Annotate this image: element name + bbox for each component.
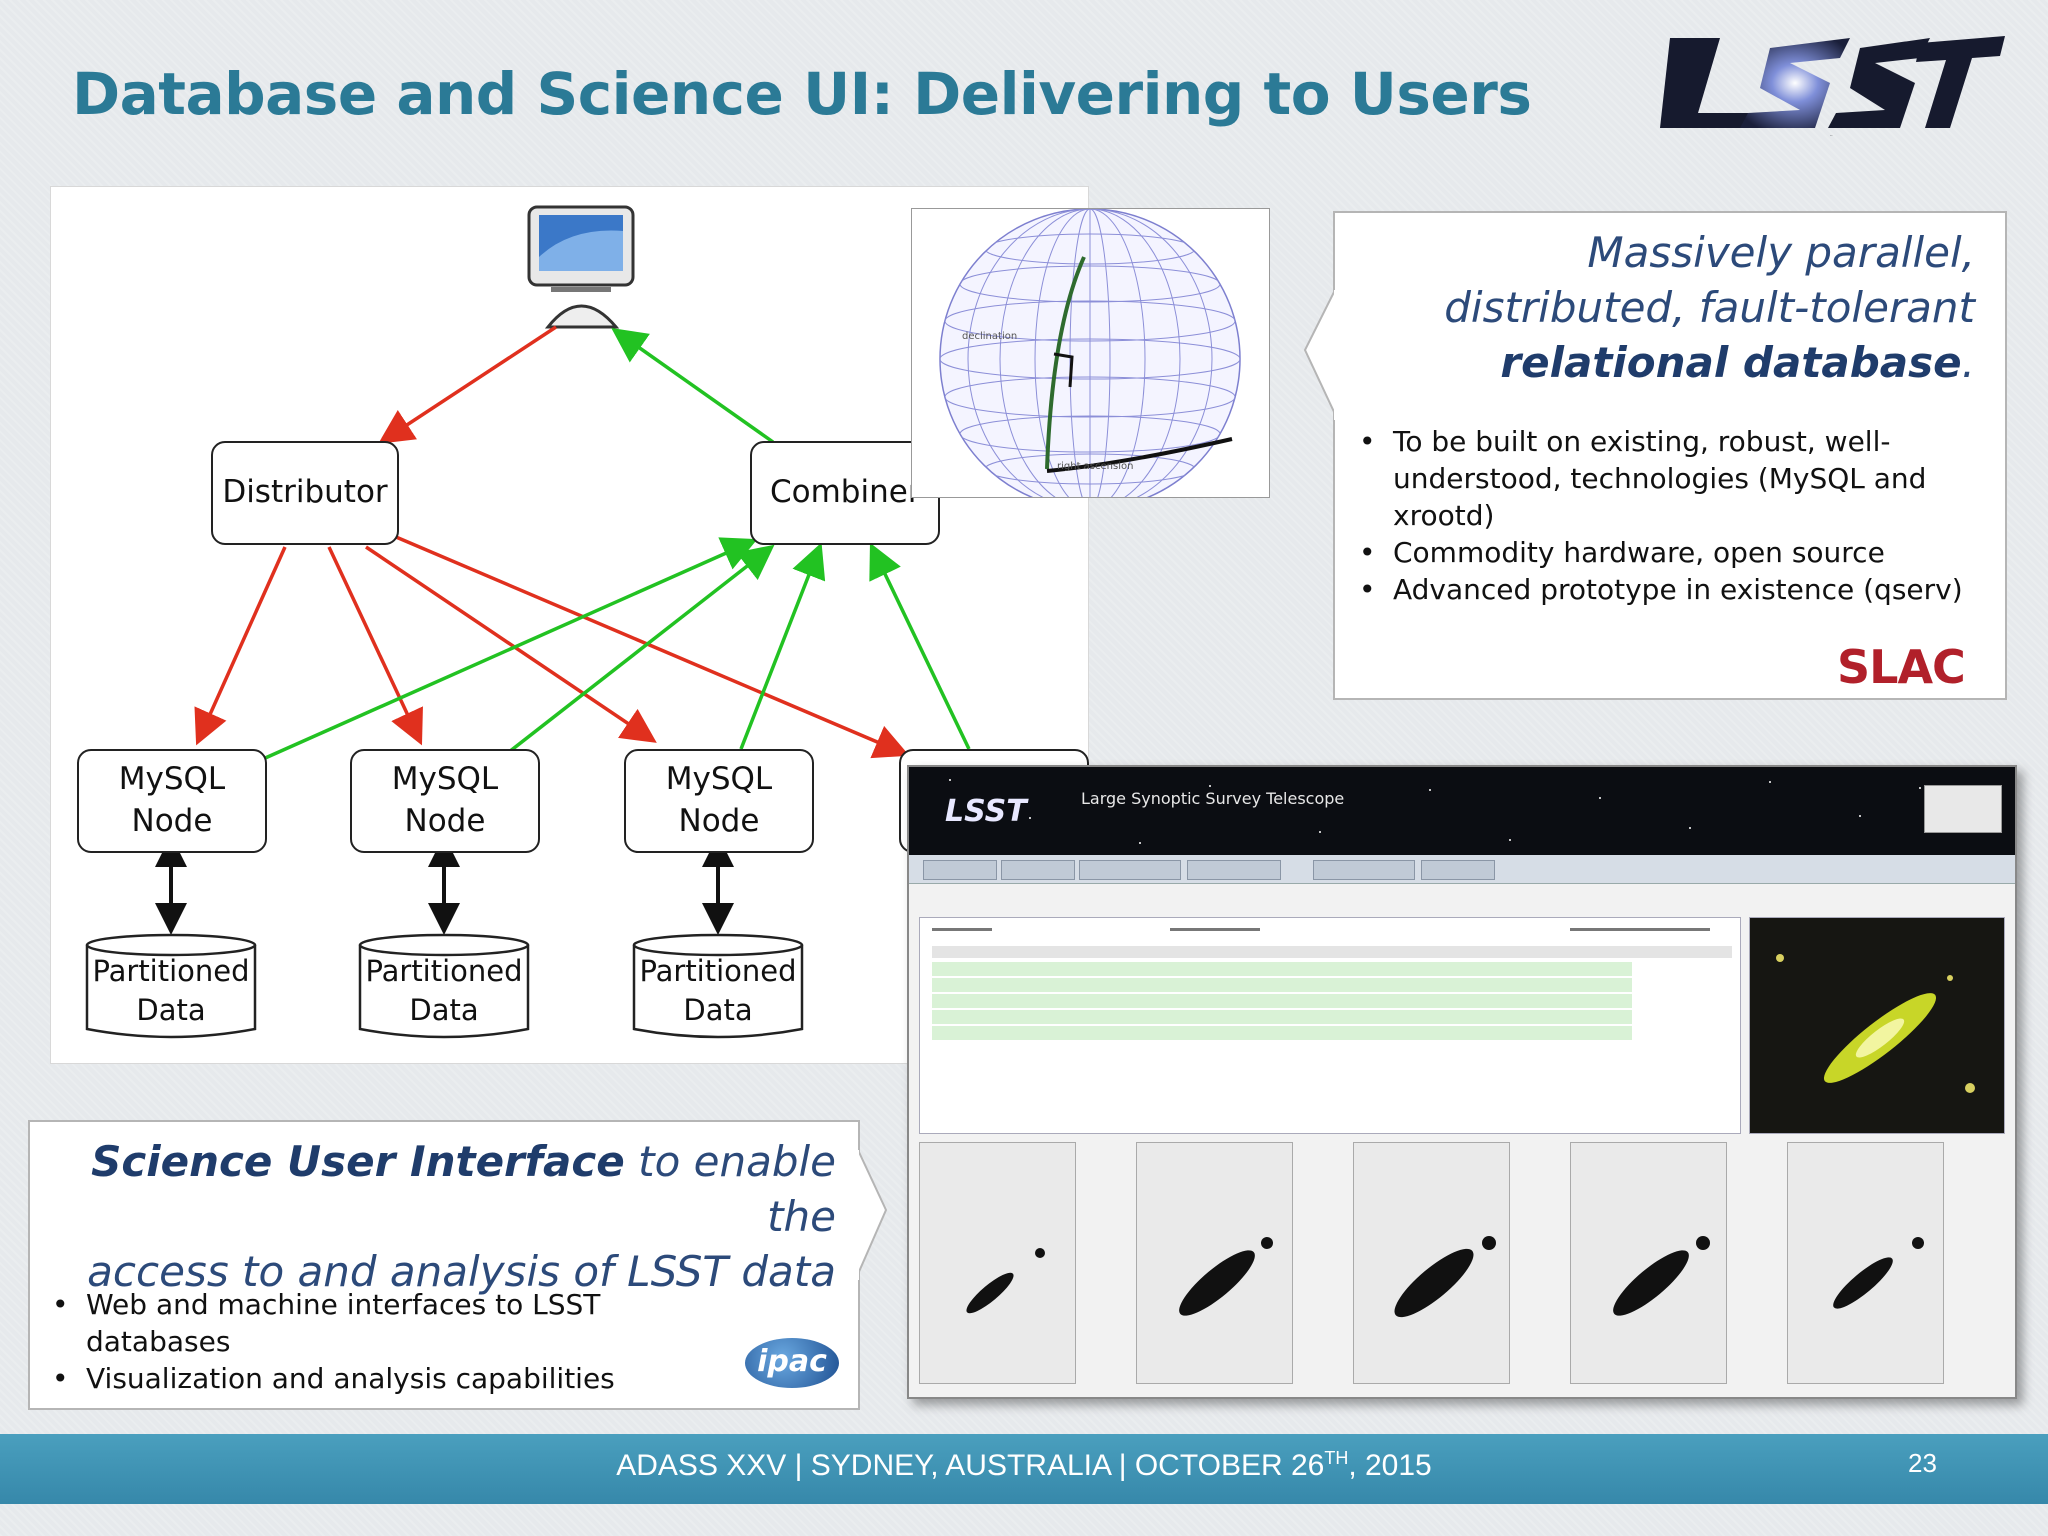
screenshot-filter-thumb: [1353, 1142, 1510, 1384]
slide-title: Database and Science UI: Delivering to U…: [72, 60, 1532, 128]
database-callout-tail: [1303, 290, 1337, 420]
partitioned-data-label: Partitioned Data: [365, 954, 523, 1028]
combiner-node: Combiner: [750, 441, 940, 545]
database-heading-line2: distributed, fault-tolerant: [1444, 283, 1975, 332]
database-heading: Massively parallel, distributed, fault-t…: [1444, 225, 1975, 390]
science-ui-callout: Science User Interface to enable the acc…: [28, 1120, 860, 1410]
partitioned-data-label: Partitioned Data: [92, 954, 250, 1028]
screenshot-corner-logo: [1924, 785, 2002, 833]
database-heading-line3: relational database.: [1500, 338, 1975, 387]
footer-text: ADASS XXV | SYDNEY, AUSTRALIA | OCTOBER …: [616, 1448, 1432, 1482]
screenshot-tabs: [909, 855, 2015, 884]
science-ui-heading: Science User Interface to enable the acc…: [30, 1134, 836, 1299]
bullet-item: To be built on existing, robust, well-un…: [1353, 423, 1973, 534]
footer-bar: [0, 1434, 2048, 1504]
bullet-item: Commodity hardware, open source: [1353, 534, 1973, 571]
bullet-item: Advanced prototype in existence (qserv): [1353, 571, 1973, 608]
svg-text:LSST: LSST: [945, 794, 1029, 829]
slac-logo: SLAC: [1837, 640, 1966, 694]
bullet-item: Visualization and analysis capabilities: [46, 1360, 746, 1397]
database-bullets: To be built on existing, robust, well-un…: [1353, 423, 1973, 608]
science-ui-heading-line1: Science User Interface to enable the: [91, 1137, 836, 1241]
screenshot-header: LSST Large Synoptic Survey Telescope: [909, 767, 2015, 855]
mysql-node: MySQL Node: [77, 749, 267, 853]
screenshot-filter-thumb: [919, 1142, 1076, 1384]
ipac-logo: ipac: [745, 1338, 839, 1388]
page-number: 23: [1908, 1448, 1937, 1478]
screenshot-filter-thumb: [1136, 1142, 1293, 1384]
user-computer-icon: [527, 205, 635, 329]
lsst-logo-text: LSST: [1830, 135, 1833, 137]
mysql-node: MySQL Node: [624, 749, 814, 853]
screenshot-filter-thumb: [1787, 1142, 1944, 1384]
partitioned-data-label: Partitioned Data: [639, 954, 797, 1028]
science-ui-callout-tail: [856, 1150, 888, 1280]
sky-partition-sphere: declination right ascension: [911, 208, 1270, 510]
mysql-node: MySQL Node: [350, 749, 540, 853]
science-ui-bullets: Web and machine interfaces to LSST datab…: [46, 1286, 746, 1397]
screenshot-color-image: [1749, 917, 2005, 1134]
screenshot-lsst-logo: LSST: [945, 794, 1029, 829]
lsst-logo: LSST: [1650, 28, 2010, 138]
sphere-dec-label: declination: [962, 331, 1017, 342]
database-callout: Massively parallel, distributed, fault-t…: [1333, 211, 2007, 700]
database-heading-line1: Massively parallel,: [1587, 228, 1975, 277]
screenshot-title: Large Synoptic Survey Telescope: [1081, 789, 1345, 808]
bullet-item: Web and machine interfaces to LSST datab…: [46, 1286, 746, 1360]
screenshot-filter-thumb: [1570, 1142, 1727, 1384]
distributor-node: Distributor: [211, 441, 399, 545]
screenshot-results-table: [919, 917, 1741, 1134]
sphere-ra-label: right ascension: [1057, 461, 1133, 472]
science-ui-screenshot: LSST Large Synoptic Survey Telescope: [907, 765, 2017, 1399]
